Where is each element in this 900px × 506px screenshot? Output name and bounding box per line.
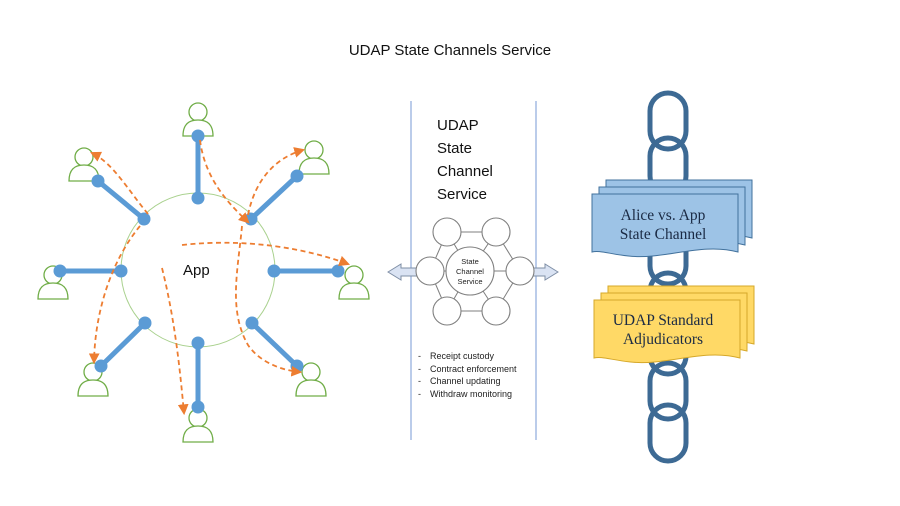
flow-arrow xyxy=(161,267,189,416)
adjudicators-label: UDAP Standard Adjudicators xyxy=(592,311,734,349)
spoke-node-inner xyxy=(267,264,281,278)
list-item: -Contract enforcement xyxy=(418,363,517,374)
flow-arrow xyxy=(88,225,141,365)
document-sheet xyxy=(593,299,741,364)
user-head xyxy=(74,147,94,167)
spoke-line xyxy=(98,320,148,369)
block-arrow-icon-left xyxy=(387,263,421,281)
service-title-line: Channel xyxy=(437,163,493,180)
feature-text: Receipt custody xyxy=(430,351,495,361)
flow-arrow xyxy=(235,225,303,377)
spoke-node-outer xyxy=(191,129,205,143)
hub-node xyxy=(481,217,511,247)
spoke-node-outer xyxy=(91,174,105,188)
adjudicators-label-line: UDAP Standard xyxy=(612,312,714,329)
adjudicators-document-stack xyxy=(593,285,755,364)
spoke-node-inner xyxy=(191,191,205,205)
chain-link xyxy=(647,402,689,464)
hub-label-line: State xyxy=(461,257,479,266)
state-channel-label-line: State Channel xyxy=(619,226,707,243)
spoke-node-outer xyxy=(331,264,345,278)
state-channel-label-line: Alice vs. App xyxy=(620,207,706,224)
hub-center-node xyxy=(445,246,495,296)
spoke-node-inner xyxy=(137,212,151,226)
user-icon xyxy=(295,362,327,397)
chain-link xyxy=(647,360,689,422)
spoke-node-inner xyxy=(244,212,258,226)
service-title-line: UDAP xyxy=(437,117,479,134)
user-body xyxy=(182,119,214,137)
flow-arrow xyxy=(181,241,351,267)
spoke-node-inner xyxy=(138,316,152,330)
flow-arrows-group xyxy=(88,139,351,416)
service-title-line: Service xyxy=(437,186,488,203)
hub-node xyxy=(415,256,445,286)
user-body xyxy=(77,379,109,397)
spoke-node-outer xyxy=(94,359,108,373)
state-channel-label: Alice vs. App State Channel xyxy=(590,206,736,244)
user-head xyxy=(301,362,321,382)
hub-label-line: Channel xyxy=(456,267,484,276)
spoke-node-outer xyxy=(53,264,67,278)
list-item: -Withdraw monitoring xyxy=(418,388,513,399)
spoke-line xyxy=(249,320,300,369)
spoke-line xyxy=(95,178,147,222)
feature-text: Withdraw monitoring xyxy=(430,388,513,399)
spoke-node-inner xyxy=(245,316,259,330)
feature-text: Channel updating xyxy=(430,376,501,386)
app-label: App xyxy=(183,262,210,279)
spoke-node-inner xyxy=(191,336,205,350)
document-sheet xyxy=(591,193,739,258)
hub-node xyxy=(505,256,535,286)
list-item: -Channel updating xyxy=(418,376,501,386)
user-body xyxy=(298,157,330,175)
chain-link xyxy=(647,90,689,152)
feature-text: Contract enforcement xyxy=(430,363,517,374)
hub-label-line: Service xyxy=(457,277,483,286)
user-head xyxy=(304,140,324,160)
spoke-node-inner xyxy=(114,264,128,278)
spoke-node-outer xyxy=(290,169,304,183)
flow-arrow xyxy=(199,139,250,224)
chain-link-icon xyxy=(647,90,689,464)
user-icon xyxy=(37,265,69,300)
hub-node xyxy=(481,296,511,326)
user-head xyxy=(188,102,208,122)
user-body xyxy=(37,282,69,300)
hub-node xyxy=(432,296,462,326)
list-item: -Receipt custody xyxy=(418,351,495,361)
service-hub-network xyxy=(415,217,535,326)
user-head xyxy=(344,265,364,285)
service-feature-list: -Receipt custody -Contract enforcement -… xyxy=(418,350,517,400)
hub-node xyxy=(432,217,462,247)
flow-arrow xyxy=(90,151,149,215)
hub-label: State Channel Service xyxy=(447,257,493,287)
user-icon xyxy=(338,265,370,300)
adjudicators-label-line: Adjudicators xyxy=(622,331,704,348)
state-channel-document-stack xyxy=(591,179,753,258)
service-title: UDAP State Channel Service xyxy=(437,114,493,206)
diagram-title: UDAP State Channels Service xyxy=(348,42,552,59)
user-icon xyxy=(182,102,214,137)
spokes-group xyxy=(37,102,370,443)
user-body xyxy=(182,425,214,443)
user-body xyxy=(295,379,327,397)
flow-arrow xyxy=(247,147,306,216)
spoke-line xyxy=(248,173,300,222)
user-icon xyxy=(182,408,214,443)
user-icon xyxy=(298,140,330,175)
spoke-node-outer xyxy=(191,400,205,414)
service-title-line: State xyxy=(437,140,473,157)
user-body xyxy=(338,282,370,300)
